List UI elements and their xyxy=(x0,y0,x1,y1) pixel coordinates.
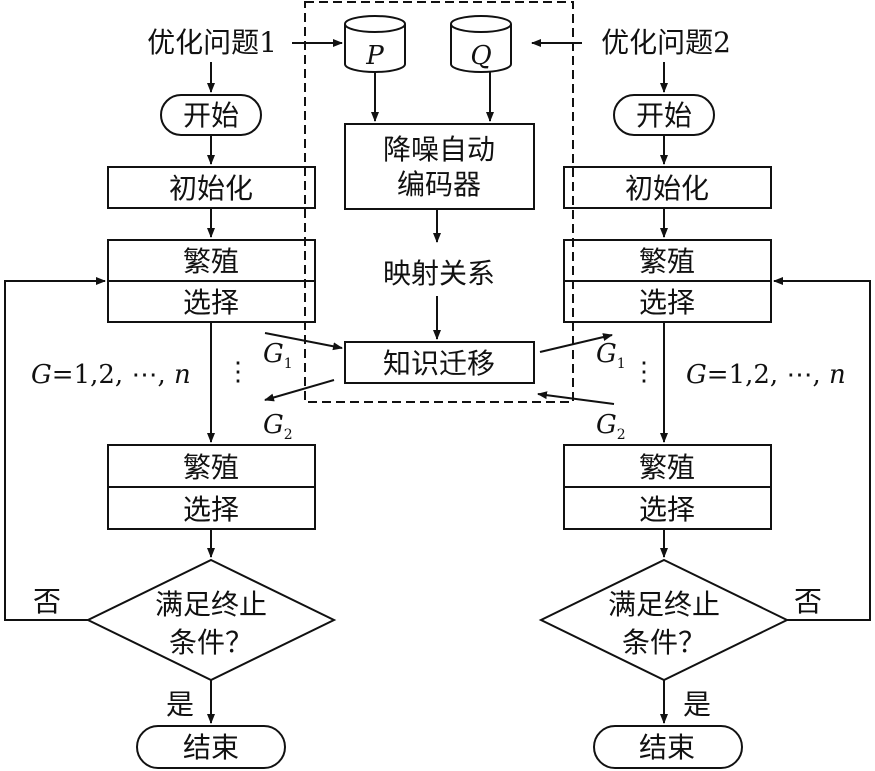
right-g1-label: G1 xyxy=(596,339,626,372)
left-start-label: 开始 xyxy=(183,99,239,132)
left-generation-label: G=1,2, ⋯, n xyxy=(31,360,191,390)
right-ellipsis: ⋮ xyxy=(631,357,657,387)
left-select-label: 选择 xyxy=(183,286,239,319)
dae-label-line2: 编码器 xyxy=(397,168,481,201)
dae-box xyxy=(344,123,535,210)
arrow-left-g1-to-transfer xyxy=(264,332,343,351)
right-no-label: 否 xyxy=(794,585,822,618)
left-breed-label: 繁殖 xyxy=(183,245,239,278)
db-q-label: Q xyxy=(470,41,491,71)
left-init-label: 初始化 xyxy=(169,172,253,205)
right-select-label: 选择 xyxy=(639,286,695,319)
transfer-module-frame xyxy=(304,1,574,403)
db-q-cylinder-body xyxy=(450,24,512,73)
left-yes-label: 是 xyxy=(166,688,194,721)
db-q-cylinder-top xyxy=(450,15,512,33)
right-end-label: 结束 xyxy=(639,731,695,764)
left-end-label: 结束 xyxy=(183,731,239,764)
right-loop-back-arrow xyxy=(773,277,871,621)
transfer-label: 知识迁移 xyxy=(383,347,495,380)
left-condition-line2: 条件？ xyxy=(169,626,253,659)
right-init-box xyxy=(563,166,772,209)
left-select2-label: 选择 xyxy=(183,493,239,526)
db-p-label: P xyxy=(365,41,384,71)
left-condition-line1: 满足终止 xyxy=(155,588,267,621)
right-breed2-label: 繁殖 xyxy=(639,451,695,484)
right-breed-label: 繁殖 xyxy=(639,245,695,278)
left-end-terminal xyxy=(136,725,286,769)
right-problem-label: 优化问题2 xyxy=(601,26,731,59)
arrow-transfer-to-right-g1 xyxy=(539,333,613,353)
right-generation-label: G=1,2, ⋯, n xyxy=(686,360,846,390)
left-ellipsis: ⋮ xyxy=(225,357,251,387)
right-condition-line1: 满足终止 xyxy=(608,588,720,621)
transfer-box xyxy=(344,341,535,384)
right-select2-label: 选择 xyxy=(639,493,695,526)
arrow-right-g2-to-transfer xyxy=(537,391,615,405)
left-problem-label: 优化问题1 xyxy=(147,26,277,59)
left-g2-label: G2 xyxy=(263,410,293,443)
left-loop-back-arrow xyxy=(4,277,106,621)
arrow-transfer-to-left-g2 xyxy=(264,379,335,402)
dae-label-line1: 降噪自动 xyxy=(383,133,495,166)
mapping-label: 映射关系 xyxy=(383,257,495,290)
right-yes-label: 是 xyxy=(683,688,711,721)
left-g1-label: G1 xyxy=(263,339,293,372)
left-no-label: 否 xyxy=(33,585,61,618)
right-condition-line2: 条件？ xyxy=(622,626,706,659)
left-breed2-label: 繁殖 xyxy=(183,451,239,484)
right-start-label: 开始 xyxy=(636,99,692,132)
db-p-cylinder-body xyxy=(344,24,406,73)
right-init-label: 初始化 xyxy=(625,172,709,205)
right-g2-label: G2 xyxy=(596,410,626,443)
right-end-terminal xyxy=(593,725,743,769)
db-p-cylinder-top xyxy=(344,15,406,33)
